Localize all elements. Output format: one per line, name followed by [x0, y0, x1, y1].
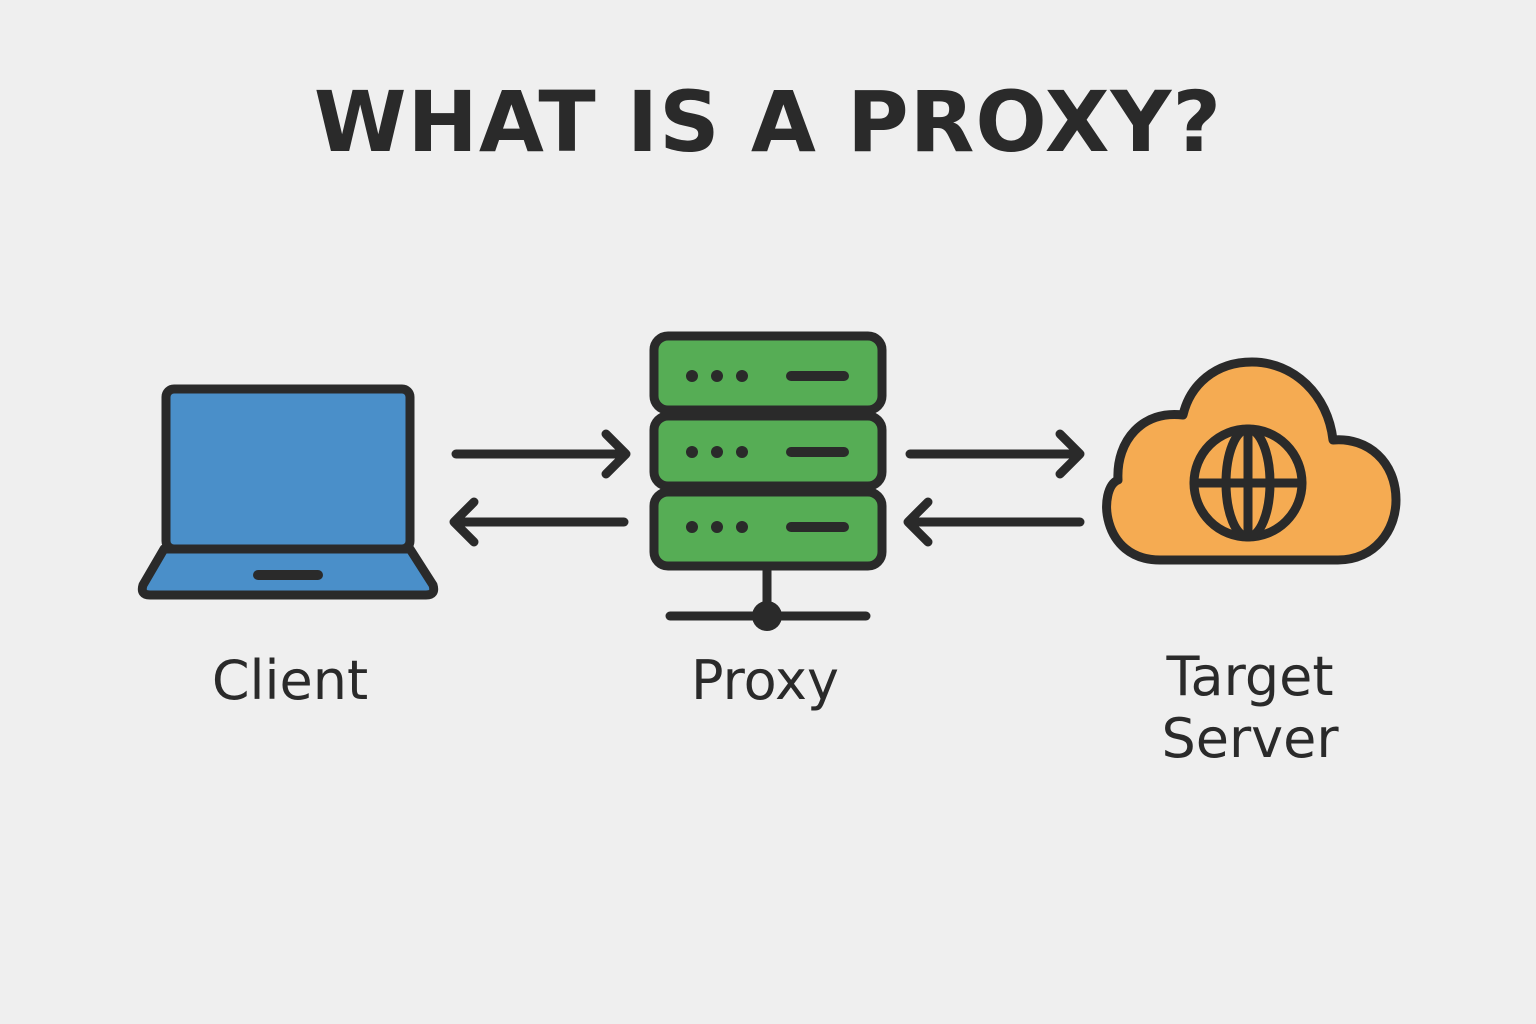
- target-server-label: Target Server: [1100, 646, 1400, 770]
- arrow-proxy-to-target: [905, 429, 1085, 479]
- arrow-target-to-proxy: [903, 497, 1085, 547]
- page-title: WHAT IS A PROXY?: [313, 73, 1223, 171]
- arrows: [449, 429, 1085, 547]
- target-label-line-1: Target: [1166, 645, 1334, 708]
- server-unit-3: [649, 487, 887, 571]
- globe-icon: [1189, 424, 1307, 542]
- network-node: [752, 601, 782, 631]
- target-label-line-2: Server: [1161, 707, 1339, 770]
- server-stack-icon: [649, 331, 887, 631]
- cloud-globe-icon: [1102, 357, 1401, 565]
- arrow-client-to-proxy: [451, 429, 631, 479]
- server-unit-1: [649, 331, 887, 415]
- laptop-screen: [161, 384, 415, 554]
- arrow-proxy-to-client: [449, 497, 629, 547]
- client-label: Client: [211, 649, 369, 712]
- server-unit-2: [649, 411, 887, 491]
- laptop-icon: [137, 384, 439, 600]
- proxy-label: Proxy: [691, 649, 839, 712]
